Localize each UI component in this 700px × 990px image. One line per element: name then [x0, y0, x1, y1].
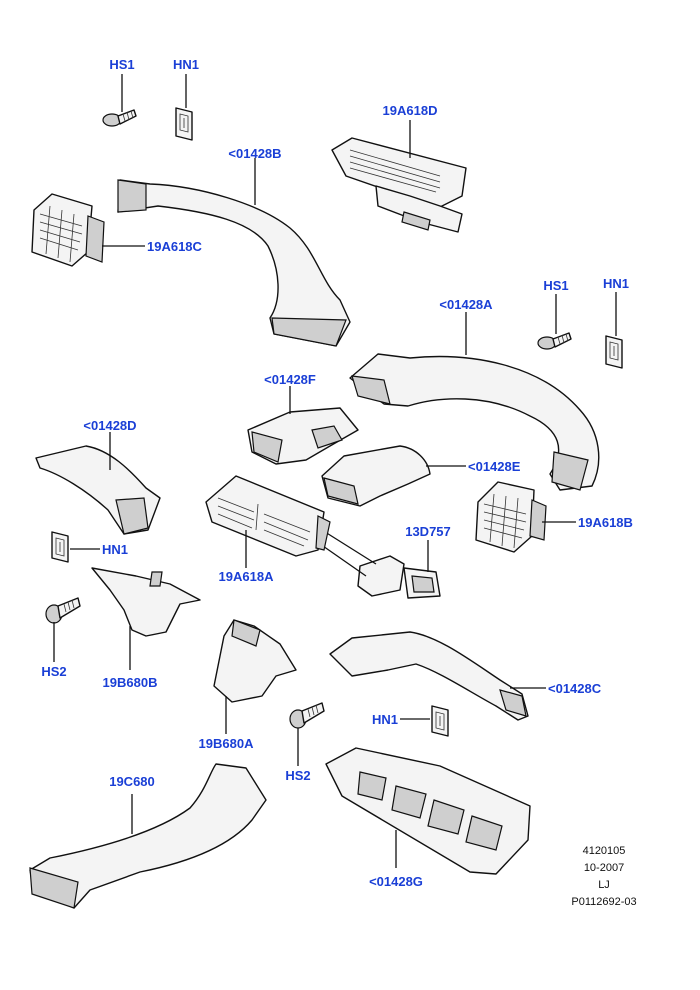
label-01428C: <01428C — [548, 681, 602, 696]
hs1-screw-right — [537, 332, 572, 350]
duct-01428A — [349, 353, 600, 491]
hn1-clip-mid — [431, 705, 449, 737]
label-01428E: <01428E — [468, 459, 521, 474]
duct-01428D — [35, 445, 161, 535]
bracket-01428G — [325, 747, 531, 875]
label-19A618D: 19A618D — [383, 103, 438, 118]
hn1-clip-left — [51, 531, 69, 563]
hs1-screw-top — [102, 109, 137, 127]
duct-01428C — [329, 631, 529, 721]
duct-19C680 — [29, 763, 267, 909]
label-01428A: <01428A — [439, 297, 493, 312]
drawing-initials: LJ — [598, 879, 610, 891]
label-19C680: 19C680 — [109, 774, 155, 789]
duct-01428E — [321, 445, 431, 507]
label-01428B: <01428B — [228, 146, 281, 161]
hs2-screw-left — [45, 597, 81, 624]
label-hn1-top: HN1 — [173, 57, 199, 72]
label-hs2-left: HS2 — [41, 664, 66, 679]
vent-19A618C — [31, 193, 105, 267]
label-hn1-mid: HN1 — [372, 712, 398, 727]
label-hn1-left: HN1 — [102, 542, 128, 557]
label-hs1-top: HS1 — [109, 57, 134, 72]
label-19B680B: 19B680B — [103, 675, 158, 690]
duct-19B680B — [91, 567, 201, 637]
drawing-reference: P0112692-03 — [571, 896, 636, 908]
label-01428G: <01428G — [369, 874, 423, 889]
hn1-clip-top — [175, 107, 193, 141]
duct-01428F — [247, 407, 359, 465]
label-hn1-right: HN1 — [603, 276, 629, 291]
label-01428F: <01428F — [264, 372, 316, 387]
label-hs1-right: HS1 — [543, 278, 568, 293]
label-19A618B: 19A618B — [578, 515, 633, 530]
duct-19B680A — [213, 619, 297, 703]
hs2-screw-mid — [289, 702, 325, 729]
label-13D757: 13D757 — [405, 524, 451, 539]
drawing-date: 10-2007 — [584, 862, 624, 874]
label-19B680A: 19B680A — [199, 736, 255, 751]
vent-19A618A — [205, 475, 331, 557]
duct-01428B — [117, 179, 351, 347]
label-hs2-mid: HS2 — [285, 768, 310, 783]
vent-19A618B — [475, 481, 547, 553]
hn1-clip-right — [605, 335, 623, 369]
vent-19A618D — [331, 137, 467, 233]
label-01428D: <01428D — [83, 418, 136, 433]
label-19A618A: 19A618A — [219, 569, 275, 584]
label-19A618C: 19A618C — [147, 239, 203, 254]
drawing-number: 4120105 — [583, 845, 626, 857]
sensor-13D757 — [357, 555, 441, 599]
